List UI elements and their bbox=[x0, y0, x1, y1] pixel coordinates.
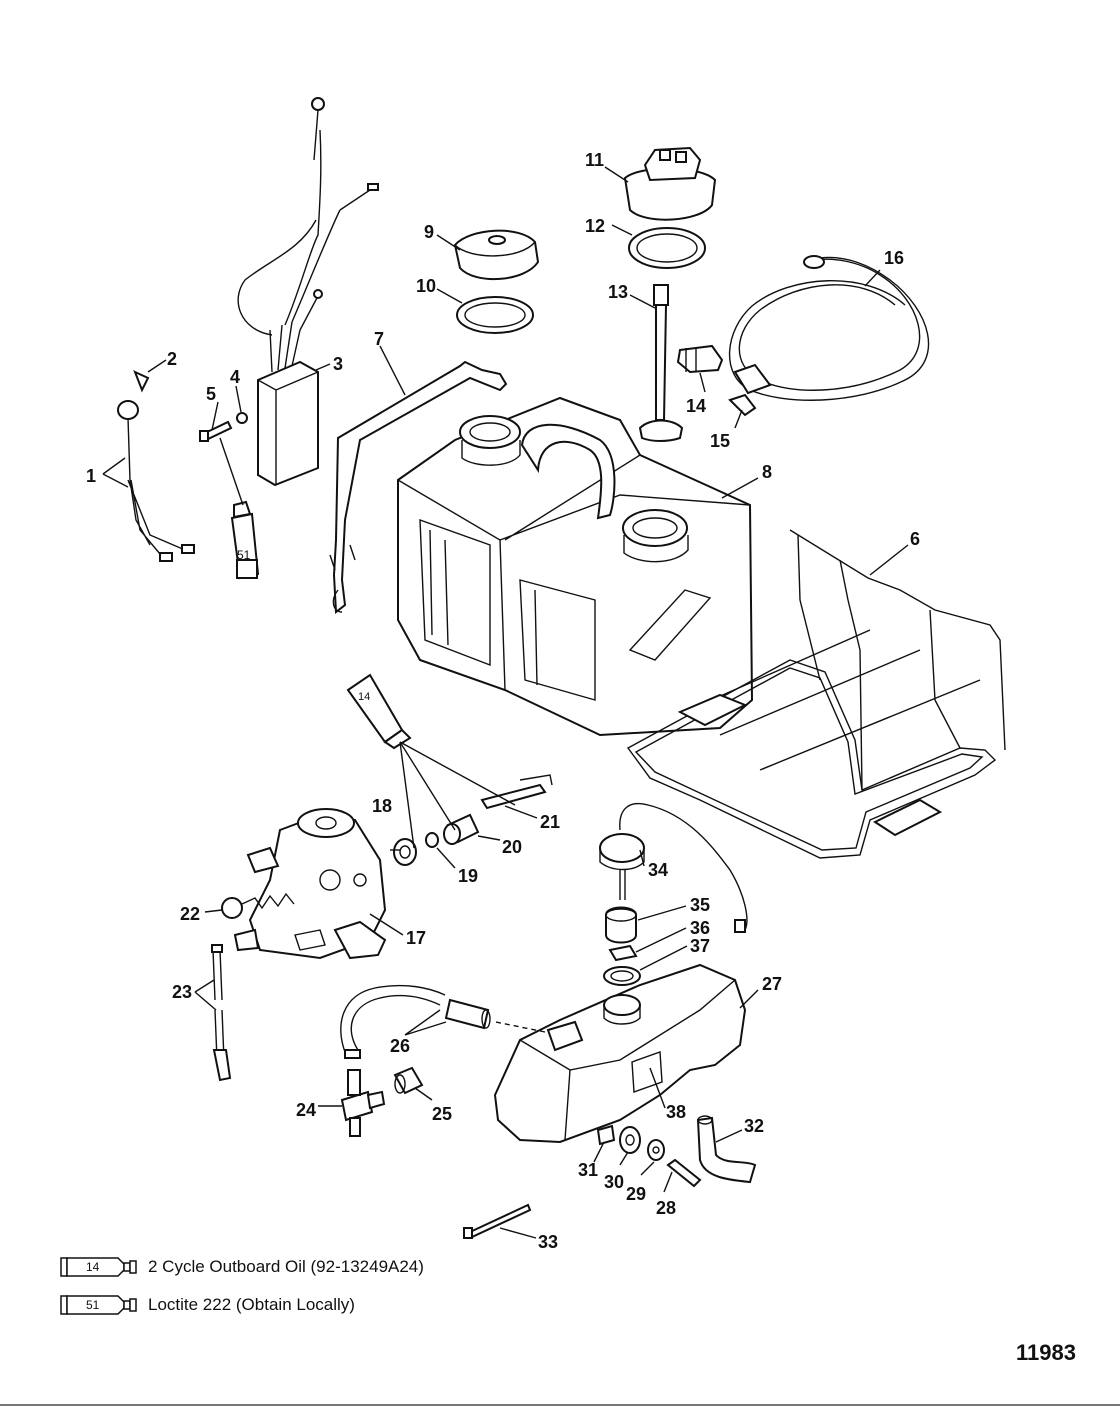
callout-31: 31 bbox=[578, 1160, 598, 1180]
callout-8: 8 bbox=[762, 462, 772, 482]
callout-12: 12 bbox=[585, 216, 605, 236]
callout-13: 13 bbox=[608, 282, 628, 302]
part-37-gasket bbox=[603, 966, 641, 986]
callout-22: 22 bbox=[180, 904, 200, 924]
part-23-link-rod bbox=[211, 944, 232, 1082]
part-14-fitting bbox=[676, 344, 724, 374]
callout-5: 5 bbox=[206, 384, 216, 404]
part-36-nut bbox=[608, 944, 638, 962]
part-1-lead bbox=[117, 400, 195, 562]
callout-32: 32 bbox=[744, 1116, 764, 1136]
figure-number: 11983 bbox=[1016, 1340, 1076, 1365]
callout-25: 25 bbox=[432, 1104, 452, 1124]
part-22-plunger bbox=[221, 892, 295, 919]
callout-3: 3 bbox=[333, 354, 343, 374]
callout-29: 29 bbox=[626, 1184, 646, 1204]
callout-30: 30 bbox=[604, 1172, 624, 1192]
leader-lines bbox=[102, 166, 909, 1239]
tube-icon: 14 bbox=[60, 1257, 137, 1277]
callout-15: 15 bbox=[710, 431, 730, 451]
callout-37: 37 bbox=[690, 936, 710, 956]
part-31-plug bbox=[596, 1124, 616, 1146]
callout-26: 26 bbox=[390, 1036, 410, 1056]
part-19-o-ring bbox=[425, 832, 439, 848]
loctite-tube-51: 51 bbox=[230, 500, 260, 580]
legend-oil-text: 2 Cycle Outboard Oil (92-13249A24) bbox=[148, 1257, 424, 1276]
callout-23: 23 bbox=[172, 982, 192, 1002]
legend-loctite-text: Loctite 222 (Obtain Locally) bbox=[148, 1295, 355, 1314]
part-7-strap bbox=[329, 360, 508, 614]
callout-4: 4 bbox=[230, 367, 240, 387]
callout-1: 1 bbox=[86, 466, 96, 486]
oil-tube-label: 14 bbox=[358, 691, 370, 703]
callout-9: 9 bbox=[424, 222, 434, 242]
part-32-elbow-hose bbox=[696, 1115, 757, 1184]
legend-loctite-code: 51 bbox=[86, 1298, 100, 1312]
part-30-grommet bbox=[619, 1126, 641, 1154]
part-17-oil-pump bbox=[233, 808, 387, 960]
callout-33: 33 bbox=[538, 1232, 558, 1252]
part-13-pickup bbox=[638, 284, 684, 442]
part-24-tee-fitting bbox=[340, 1069, 386, 1137]
callout-24: 24 bbox=[296, 1100, 316, 1120]
part-15-clamp bbox=[728, 393, 757, 417]
callout-34: 34 bbox=[648, 860, 668, 880]
callout-7: 7 bbox=[374, 329, 384, 349]
part-26-hose bbox=[340, 984, 491, 1059]
part-33-pin bbox=[463, 1203, 532, 1239]
callout-10: 10 bbox=[416, 276, 436, 296]
part-27-oil-reservoir bbox=[493, 963, 747, 1144]
part-25-sleeve bbox=[393, 1066, 424, 1095]
callout-19: 19 bbox=[458, 866, 478, 886]
loctite-tube-label: 51 bbox=[237, 548, 251, 562]
part-5-bolt bbox=[199, 420, 233, 442]
legend-row-oil: 14 2 Cycle Outboard Oil (92-13249A24) bbox=[60, 1254, 424, 1280]
callout-18: 18 bbox=[372, 796, 392, 816]
callout-35: 35 bbox=[690, 895, 710, 915]
callout-6: 6 bbox=[910, 529, 920, 549]
part-35-grommet bbox=[605, 906, 637, 944]
part-34-sender bbox=[599, 803, 748, 933]
part-6-tank-rack bbox=[626, 529, 1006, 859]
callout-14: 14 bbox=[686, 396, 706, 416]
callout-27: 27 bbox=[762, 974, 782, 994]
legend-row-loctite: 51 Loctite 222 (Obtain Locally) bbox=[60, 1292, 355, 1318]
part-9-cap bbox=[453, 229, 540, 280]
part-4-washer bbox=[236, 412, 248, 424]
part-20-bushing bbox=[443, 813, 480, 845]
legend-oil-code: 14 bbox=[86, 1260, 100, 1274]
part-21-shaft bbox=[480, 774, 553, 810]
callout-2: 2 bbox=[167, 349, 177, 369]
callout-11: 11 bbox=[585, 150, 604, 170]
part-16-hose bbox=[728, 255, 930, 401]
callout-20: 20 bbox=[502, 837, 522, 857]
callout-16: 16 bbox=[884, 248, 904, 268]
bottom-divider bbox=[0, 1404, 1120, 1406]
callouts: 1 2 3 4 5 6 7 8 9 10 11 12 13 14 15 16 1… bbox=[86, 150, 920, 1252]
tube-icon: 51 bbox=[60, 1295, 137, 1315]
part-12-gasket bbox=[628, 227, 706, 269]
part-10-gasket bbox=[456, 296, 534, 334]
part-29-washer bbox=[647, 1139, 665, 1161]
part-11-vented-cap bbox=[623, 146, 717, 221]
part-8-fuel-tank bbox=[397, 396, 754, 737]
part-2-screw bbox=[133, 370, 150, 393]
callout-28: 28 bbox=[656, 1198, 676, 1218]
callout-21: 21 bbox=[540, 812, 560, 832]
part-3-module bbox=[237, 97, 379, 487]
part-18-seal bbox=[393, 838, 417, 866]
callout-38: 38 bbox=[666, 1102, 686, 1122]
callout-36: 36 bbox=[690, 918, 710, 938]
part-28-bolt bbox=[666, 1158, 702, 1188]
oil-tube-14: 14 bbox=[346, 673, 412, 750]
callout-17: 17 bbox=[406, 928, 426, 948]
